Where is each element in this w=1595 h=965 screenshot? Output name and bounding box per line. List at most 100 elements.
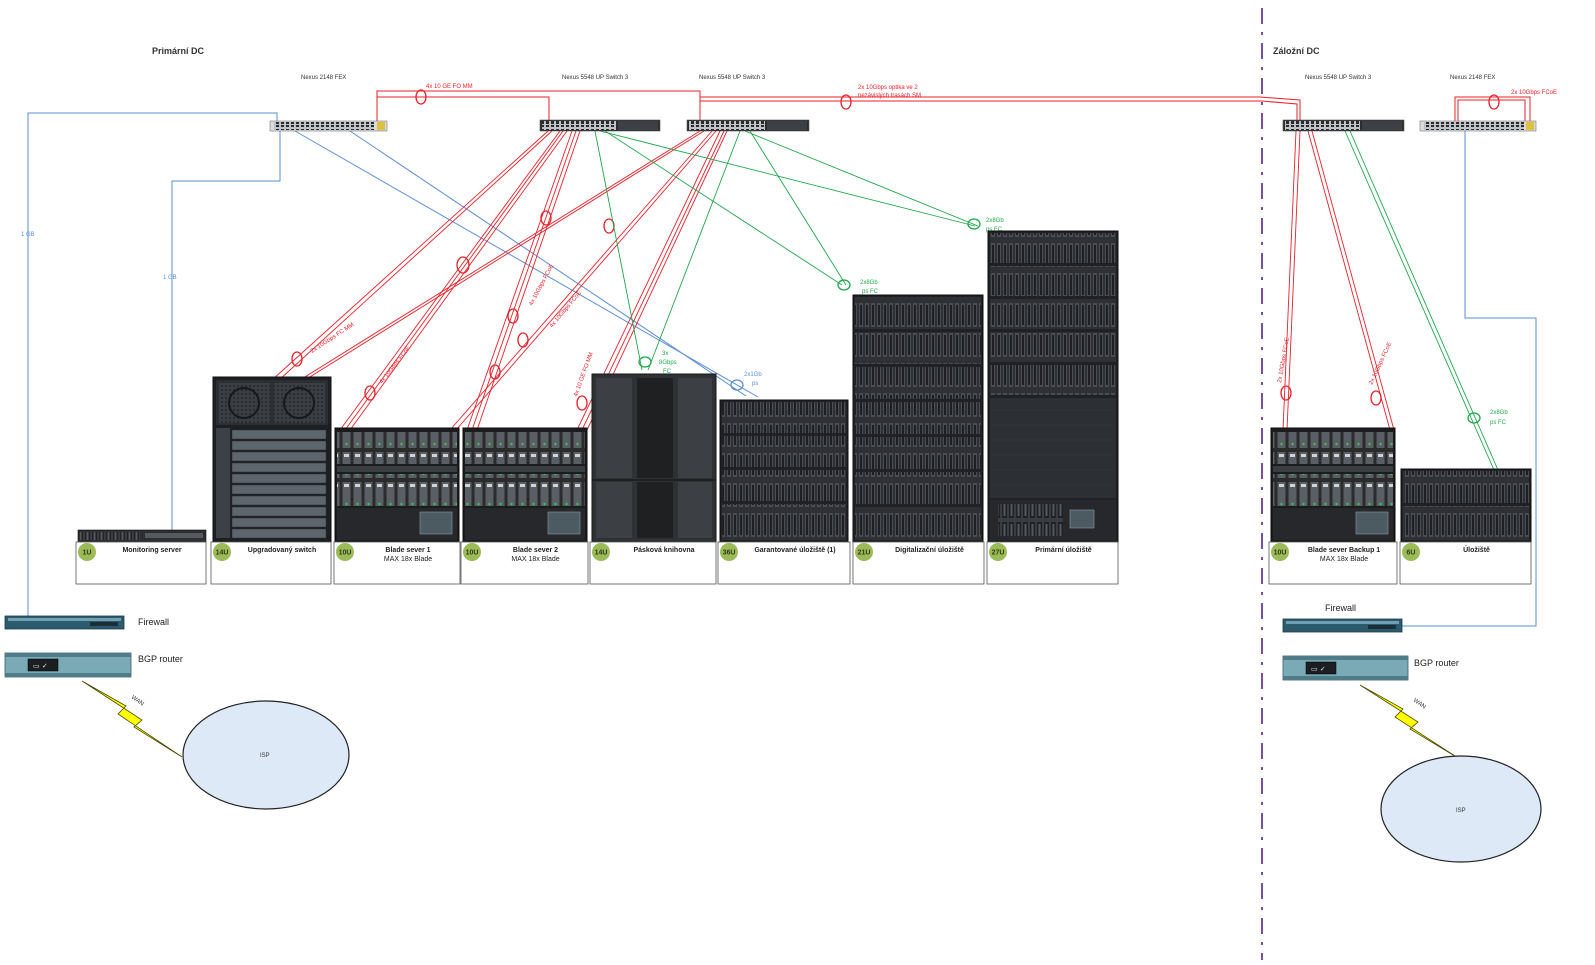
fc-backup-label-1: 2x8Gb [1490,410,1508,416]
guaranteed-storage-image [719,399,849,543]
red-fanout [271,130,1395,431]
device-name: Primární úložiště [1035,547,1092,554]
device-card-blade-2: 10U Blade sever 2 MAX 18x Blade [460,541,589,585]
device-card-frame [852,541,985,585]
fc-2x8-a-label-1: 2x8Gb [860,280,878,286]
primary-dc-title: Primární DC [152,46,205,56]
device-card-monitoring: 1U Monitoring server [75,541,207,585]
blade-2-image [462,427,588,543]
device-name: Úložiště [1463,545,1490,554]
device-name: Garantované úložiště (1) [754,547,835,554]
unit-badge [336,543,354,561]
n5548-b-switch [686,119,810,132]
isp-backup-cloud [1380,755,1542,863]
fc-3x-label-2: 8Gbps [659,360,677,366]
device-name: Upgradovaný switch [248,547,316,554]
upgraded-switch-image [212,376,332,543]
device-name: Blade sever Backup 1 [1308,547,1380,554]
tape-library-image [591,373,717,543]
digitization-storage-image [852,294,984,543]
device-name: Digitalizační úložiště [895,547,964,554]
unit-badge [1402,543,1420,561]
monitoring-server-image [77,529,207,543]
wan-backup-label: WAN [1412,698,1427,711]
isp-primary-cloud [182,700,350,810]
red-backbone [376,90,1531,125]
device-card-guaranteed-storage: 36U Garantované úložiště (1) [717,541,851,585]
n5548-a-label: Nexus 5548 UP Switch 3 [562,75,629,81]
device-card-frame [210,541,332,585]
gb-2x-label-2: ps [752,381,758,387]
unit-badge-label: 6U [1407,550,1416,557]
device-card-tape-library: 14U Pásková knihovna [589,541,717,585]
optika-label-2: nezávislých trasách SM [858,93,921,99]
device-card-frame [333,541,461,585]
firewall-backup-device [1282,618,1403,633]
unit-badge-label: 10U [339,550,352,557]
isp-primary-label: ISP [260,753,270,759]
unit-badge-label: 10U [1274,550,1287,557]
device-card-frame [986,541,1119,585]
device-name: Monitoring server [122,547,181,554]
fcoe-backup-label-a: 2x 10Gbps FCoE [1277,337,1291,383]
unit-badge [855,543,873,561]
device-card-frame [717,541,851,585]
unit-badge-label: 14U [595,550,608,557]
unit-badge-label: 10U [466,550,479,557]
device-card-upgraded-switch: 14U Upgradovaný switch [210,541,332,585]
unit-badge-label: 14U [216,550,229,557]
fc-3x-label-3: FC [663,369,672,375]
wan-primary-label: WAN [130,695,145,708]
device-name: Pásková knihovna [633,547,694,554]
fex-primary-switch [269,120,388,132]
fex-backup-switch [1419,120,1537,132]
unit-badge [463,543,481,561]
optika-label-1: 2x 10Gbps optika ve 2 [858,85,918,91]
device-subtitle: MAX 18x Blade [384,556,432,563]
gb-2x-label-1: 2x1Gb [744,372,762,378]
fc-2x8-b-label-1: 2x8Gb [986,218,1004,224]
unit-badge-label: 1U [83,550,92,557]
device-subtitle: MAX 18x Blade [511,556,559,563]
firewall-primary-label: Firewall [138,617,169,627]
blade-1-image [334,427,460,543]
unit-badge [592,543,610,561]
red-ellipses-mid [291,210,1382,411]
bgp-router-backup-label: BGP router [1414,658,1459,668]
unit-badge [989,543,1007,561]
unit-badge [1271,543,1289,561]
unit-badge-label: 36U [723,550,736,557]
n5548-b-label: Nexus 5548 UP Switch 3 [699,75,766,81]
bgp-router-backup-device: ▭ ✓ [1282,655,1409,681]
device-card-frame [75,541,207,585]
device-card-blade-backup: 10U Blade sever Backup 1 MAX 18x Blade [1268,541,1398,585]
device-card-frame [460,541,589,585]
gb1-mid-label: 1 GB [163,275,177,281]
svg-text:▭ ✓: ▭ ✓ [1311,665,1326,673]
fc-backup-label-2: ps FC [1490,420,1507,426]
primary-storage-image [987,230,1119,543]
unit-badge [720,543,738,561]
fcoe-4x-label-a: 4x 10Gbps FCoE [379,345,412,385]
blue-ellipse [730,379,744,391]
fex-primary-label: Nexus 2148 FEX [301,75,346,81]
green-ellipses [638,218,1481,424]
fcoe-4x-label-c: 4x 10Gbps FCoE [549,290,583,329]
n5548-backup-switch [1282,119,1405,132]
fcoe-backup-top-label: 2x 10Gbps FCoE [1511,90,1557,96]
device-name: Blade sever 2 [513,547,558,554]
wan-lightning-backup-icon [1359,684,1459,759]
backup-dc-title: Záložní DC [1273,46,1320,56]
fc-3x-label-1: 3x [662,351,668,357]
device-card-frame [1399,541,1532,585]
backup-storage-image [1400,468,1532,543]
isp-backup-label: ISP [1456,808,1466,814]
device-card-frame [1268,541,1398,585]
device-subtitle: MAX 18x Blade [1320,556,1368,563]
bgp-router-primary-device: ▭ ✓ [4,652,132,678]
blade-backup-image [1270,427,1396,543]
